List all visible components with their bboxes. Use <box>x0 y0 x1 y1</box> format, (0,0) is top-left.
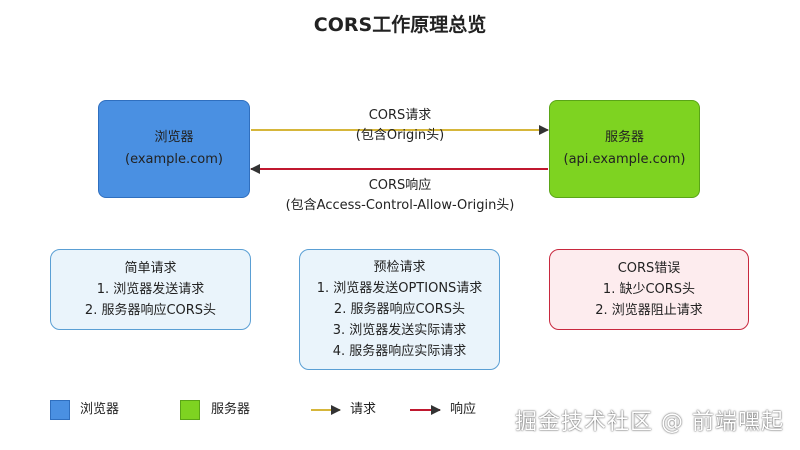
browser-node-host: (example.com) <box>125 152 223 167</box>
legend-browser-label: 浏览器 <box>80 402 120 417</box>
response-detail: (包含Access-Control-Allow-Origin头) <box>285 198 515 213</box>
cors-error-title: CORS错误 <box>617 261 681 276</box>
browser-node-name: 浏览器 <box>154 130 194 145</box>
legend-server-swatch <box>180 400 200 420</box>
simple-request-title: 简单请求 <box>124 261 177 276</box>
preflight-request-step: 3. 浏览器发送实际请求 <box>332 323 467 338</box>
server-node-host: (api.example.com) <box>563 152 686 167</box>
simple-request-step: 2. 服务器响应CORS头 <box>84 303 217 318</box>
legend-request-label: 请求 <box>350 402 377 417</box>
diagram-title: CORS工作原理总览 <box>313 14 487 36</box>
legend-server-label: 服务器 <box>211 402 251 417</box>
preflight-request-title: 预检请求 <box>373 260 426 275</box>
request-detail: (包含Origin头) <box>355 128 445 143</box>
request-label: CORS请求 <box>368 108 432 123</box>
preflight-request-step: 2. 服务器响应CORS头 <box>333 302 466 317</box>
cors-error-card: CORS错误 1. 缺少CORS头 2. 浏览器阻止请求 <box>549 249 749 330</box>
browser-node: 浏览器 (example.com) <box>98 100 250 198</box>
watermark: 掘金技术社区 @ 前端嘿起 <box>515 410 784 435</box>
simple-request-step: 1. 浏览器发送请求 <box>96 282 205 297</box>
preflight-request-step: 1. 浏览器发送OPTIONS请求 <box>316 281 483 296</box>
simple-request-card: 简单请求 1. 浏览器发送请求 2. 服务器响应CORS头 <box>50 249 251 330</box>
cors-error-step: 2. 浏览器阻止请求 <box>595 303 703 318</box>
server-node-name: 服务器 <box>604 130 644 145</box>
preflight-request-step: 4. 服务器响应实际请求 <box>332 344 467 359</box>
server-node: 服务器 (api.example.com) <box>549 100 700 198</box>
legend-response-label: 响应 <box>450 402 477 417</box>
request-edge-label: CORS请求 (包含Origin头) <box>290 106 510 146</box>
preflight-request-card: 预检请求 1. 浏览器发送OPTIONS请求 2. 服务器响应CORS头 3. … <box>299 249 500 370</box>
cors-error-step: 1. 缺少CORS头 <box>602 282 696 297</box>
legend-browser-swatch <box>50 400 70 420</box>
response-edge-label: CORS响应 (包含Access-Control-Allow-Origin头) <box>250 176 550 216</box>
response-label: CORS响应 <box>368 178 432 193</box>
